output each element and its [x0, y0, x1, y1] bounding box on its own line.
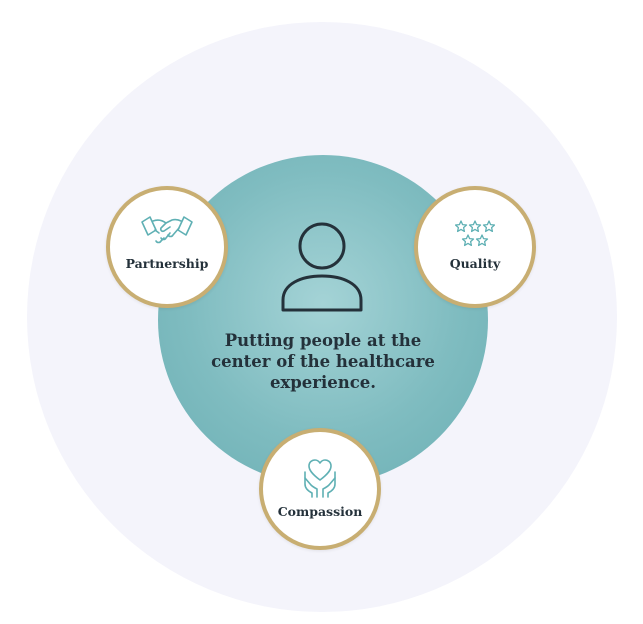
quality-badge: Quality [414, 186, 536, 308]
compassion-label: Compassion [277, 504, 363, 519]
person-icon [281, 222, 363, 312]
partnership-label: Partnership [125, 256, 209, 271]
quality-label: Quality [449, 256, 501, 271]
partnership-badge: Partnership [106, 186, 228, 308]
compassion-badge: Compassion [259, 428, 381, 550]
center-statement: Putting people at the center of the heal… [211, 331, 435, 392]
heart-hands-icon [304, 459, 336, 498]
handshake-icon [141, 216, 193, 244]
stars-icon [455, 220, 495, 247]
